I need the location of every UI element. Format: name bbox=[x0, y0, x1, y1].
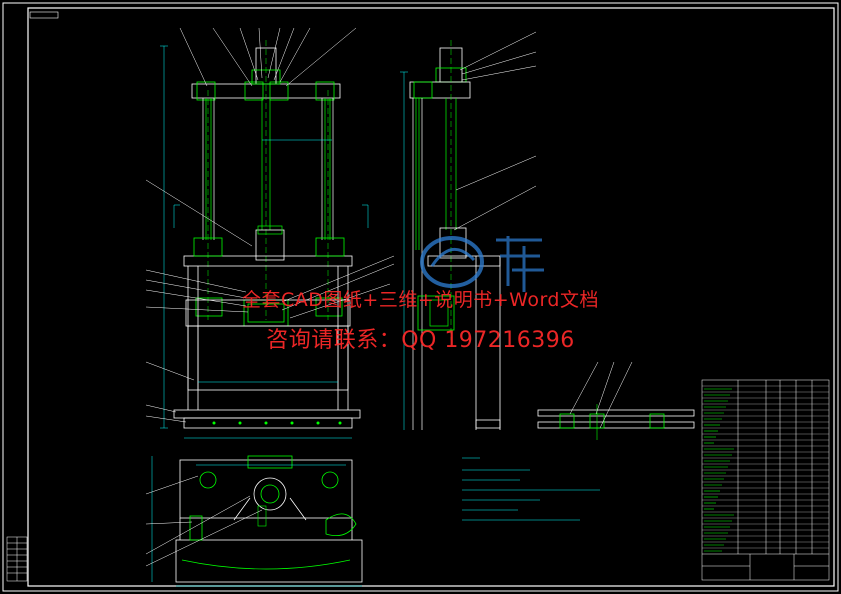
parts-list-rows bbox=[702, 385, 829, 549]
front-view bbox=[145, 27, 395, 439]
watermark-line-2: 咨询请联系：QQ 197216396 bbox=[266, 328, 575, 353]
technical-notes bbox=[462, 457, 600, 521]
logo-watermark-icon bbox=[420, 236, 544, 292]
middle-plate bbox=[183, 255, 353, 267]
title-block bbox=[701, 379, 830, 581]
parts-list-marks bbox=[704, 388, 734, 552]
base-detail-view bbox=[537, 361, 695, 440]
base-plate bbox=[173, 409, 361, 419]
watermark-line-1: 全套CAD图纸+三维+说明书+Word文档 bbox=[242, 289, 599, 311]
section-view bbox=[145, 455, 363, 587]
revision-table bbox=[6, 536, 28, 582]
